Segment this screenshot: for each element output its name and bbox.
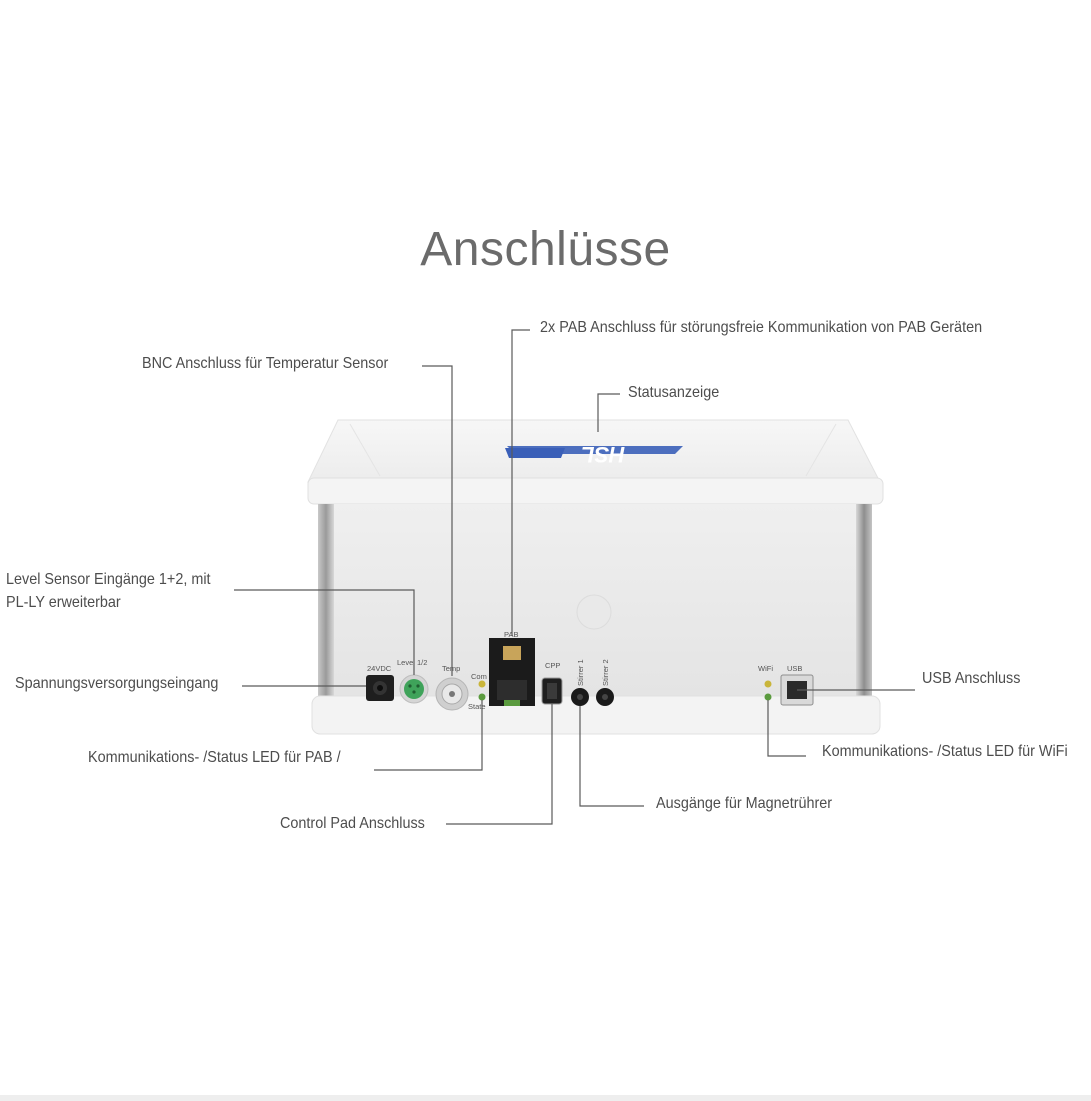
- logo-text: HSL: [581, 442, 625, 467]
- port-stirrer-1: [571, 688, 589, 706]
- leader-pab: [511, 329, 530, 636]
- leader-led-pab: [374, 700, 483, 771]
- callout-led-wifi: Kommunikations- /Status LED für WiFi: [822, 743, 1068, 760]
- port-label-wifi: WiFi: [758, 664, 773, 673]
- port-label-stirrer-2: Stirrer 2: [601, 659, 610, 686]
- port-label-pab: PAB: [504, 630, 518, 639]
- port-stirrer-2: [596, 688, 614, 706]
- port-label-state: State: [468, 702, 486, 711]
- leader-lines: [234, 329, 915, 825]
- port-label-com: Com: [471, 672, 487, 681]
- callout-power: Spannungsversorgungseingang: [15, 675, 219, 692]
- callout-control-pad: Control Pad Anschluss: [280, 815, 425, 832]
- callout-usb: USB Anschluss: [922, 670, 1021, 687]
- port-label-level: Level 1/2: [397, 658, 427, 667]
- callout-bnc: BNC Anschluss für Temperatur Sensor: [142, 355, 389, 372]
- callout-pab: 2x PAB Anschluss für störungsfreie Kommu…: [540, 319, 983, 336]
- port-label-stirrer-1: Stirrer 1: [576, 659, 585, 686]
- leader-level: [234, 589, 415, 675]
- callout-status: Statusanzeige: [628, 384, 720, 401]
- callout-level: Level Sensor Eingänge 1+2, mit PL-LY erw…: [6, 568, 211, 614]
- status-leds-wifi: [764, 680, 772, 701]
- port-label-cpp: CPP: [545, 661, 560, 670]
- port-label-temp: Temp: [442, 664, 460, 673]
- callout-level-line1: Level Sensor Eingänge 1+2, mit: [6, 571, 211, 588]
- callout-stirrer: Ausgänge für Magnetrührer: [656, 795, 833, 812]
- status-leds-pab: [478, 680, 486, 701]
- port-temp-bnc: [435, 677, 469, 711]
- leader-status: [597, 393, 620, 432]
- port-cpp: [541, 677, 563, 705]
- port-pab: [489, 638, 535, 706]
- callout-level-line2: PL-LY erweiterbar: [6, 594, 121, 611]
- leader-bnc: [422, 365, 453, 676]
- port-level: [399, 674, 429, 704]
- leader-stirrer: [579, 706, 644, 807]
- device-body: [311, 504, 881, 735]
- leader-led-wifi: [767, 700, 806, 757]
- page-title: Anschlüsse: [420, 223, 671, 276]
- callout-led-pab: Kommunikations- /Status LED für PAB /: [88, 749, 341, 766]
- hsl-logo: HSL: [505, 442, 683, 467]
- port-24vdc: [366, 675, 394, 701]
- port-label-usb: USB: [787, 664, 802, 673]
- leader-control-pad: [446, 704, 553, 825]
- page-bottom-bar: [0, 1095, 1091, 1101]
- port-label-dc: 24VDC: [367, 664, 392, 673]
